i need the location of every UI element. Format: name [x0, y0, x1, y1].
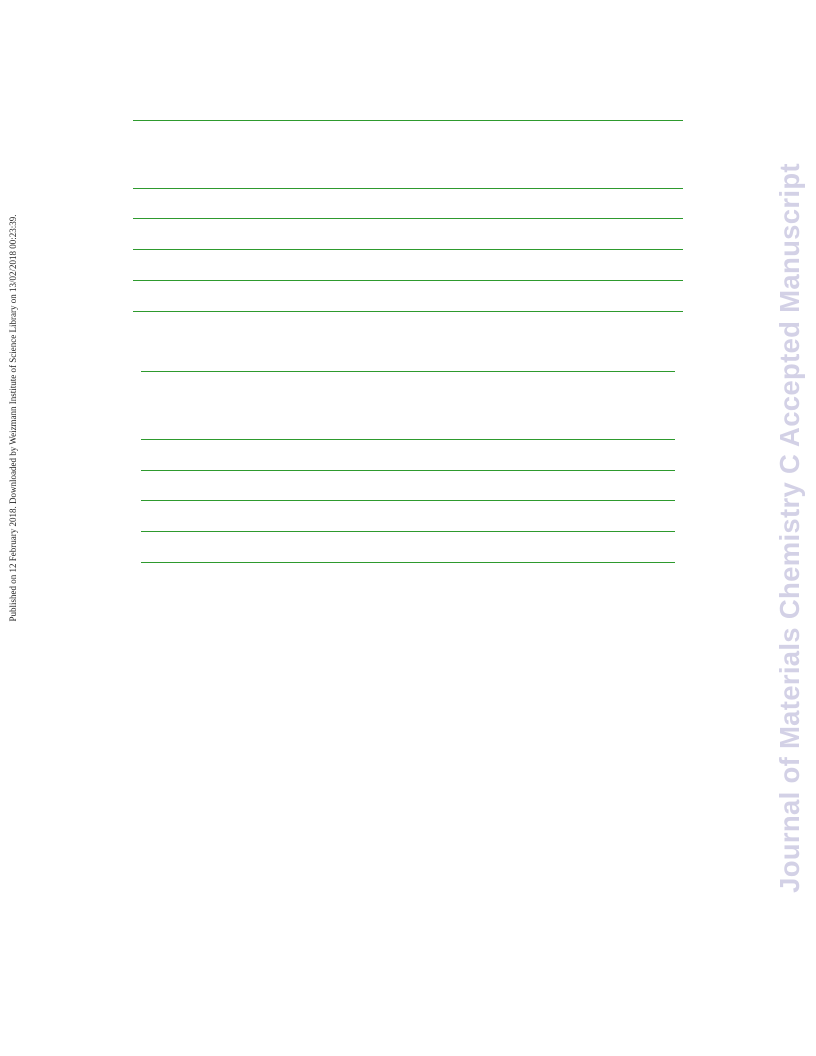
- table-1: [133, 120, 683, 314]
- row-rule: [133, 280, 683, 281]
- top-rule: [141, 371, 675, 372]
- header-rule: [141, 439, 675, 440]
- publication-note: Published on 12 February 2018. Downloade…: [8, 214, 18, 622]
- row-rule: [141, 500, 675, 501]
- row-rule: [141, 531, 675, 532]
- top-rule: [133, 120, 683, 121]
- row-rule: [133, 218, 683, 219]
- row-rule: [133, 249, 683, 250]
- bottom-rule: [133, 311, 683, 312]
- bottom-rule: [141, 562, 675, 563]
- journal-watermark: Journal of Materials Chemistry C Accepte…: [774, 163, 805, 893]
- header-rule: [133, 188, 683, 189]
- row-rule: [141, 470, 675, 471]
- table-2: [141, 371, 675, 566]
